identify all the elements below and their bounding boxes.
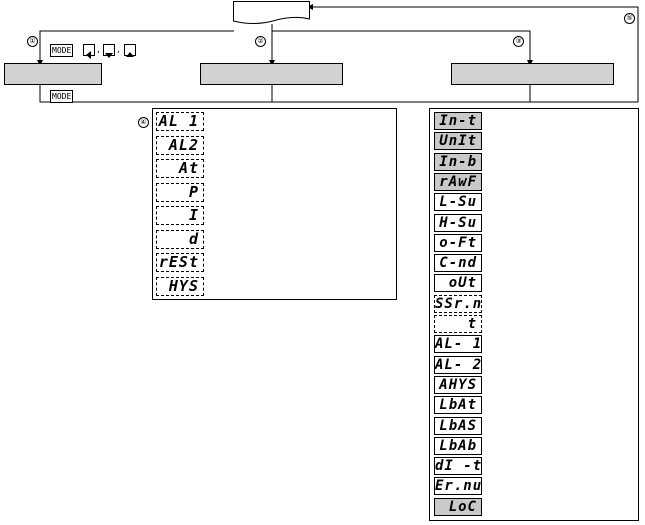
- display-code: LbAS: [434, 416, 482, 435]
- display-code: HYS: [156, 276, 204, 296]
- display-code: dI -t: [434, 457, 482, 476]
- arrow-to-box-1: [37, 30, 234, 66]
- display-code: L-Su: [434, 193, 482, 212]
- marker-4: ④: [138, 117, 149, 128]
- marker-2: ②: [255, 36, 266, 47]
- display-code: Er.nu: [434, 477, 482, 496]
- key-separator-1: ,: [97, 45, 100, 55]
- display-code: UnIt: [434, 132, 482, 151]
- display-code: oUt: [434, 274, 482, 293]
- left-arrow-key-icon: [83, 44, 95, 59]
- display-code: C-nd: [434, 254, 482, 273]
- display-code: rAwF: [434, 172, 482, 191]
- display-code: H-Su: [434, 213, 482, 232]
- key-separator-2: ,: [117, 45, 120, 55]
- arrow-to-box-3: [272, 30, 533, 66]
- up-arrow-key-icon: [124, 44, 136, 57]
- display-code: P: [156, 182, 204, 202]
- start-box: [233, 1, 310, 24]
- mode-box-1: [4, 63, 102, 85]
- display-code: o-Ft: [434, 233, 482, 252]
- mode-key-bottom: MODE: [50, 90, 74, 103]
- parameter-panel-4: [152, 108, 397, 300]
- display-code: t: [434, 315, 482, 333]
- display-code: AL- 1: [434, 335, 482, 354]
- display-code: AL 1: [156, 112, 204, 131]
- display-code: LbAt: [434, 396, 482, 415]
- mode-box-3: [451, 63, 614, 85]
- display-code: rESt: [156, 253, 204, 272]
- marker-3: ③: [513, 36, 524, 47]
- return-loop-line: [39, 4, 639, 103]
- display-code: In-b: [434, 152, 482, 171]
- display-code: AHYS: [434, 375, 482, 394]
- display-code: In-t: [434, 112, 482, 130]
- mode-key: MODE: [50, 44, 74, 57]
- marker-5: ⑤: [624, 13, 635, 24]
- display-code: SSr.n: [434, 294, 482, 313]
- display-code: LoC: [434, 497, 482, 516]
- display-code: LbAb: [434, 436, 482, 455]
- down-arrow-key-icon: [103, 44, 115, 58]
- display-code: AL- 2: [434, 355, 482, 374]
- mode-box-2: [200, 63, 343, 85]
- display-code: I: [156, 206, 204, 225]
- display-code: AL2: [156, 135, 204, 155]
- display-code: d: [156, 229, 204, 249]
- display-code: At: [156, 159, 204, 178]
- marker-1: ①: [27, 36, 38, 47]
